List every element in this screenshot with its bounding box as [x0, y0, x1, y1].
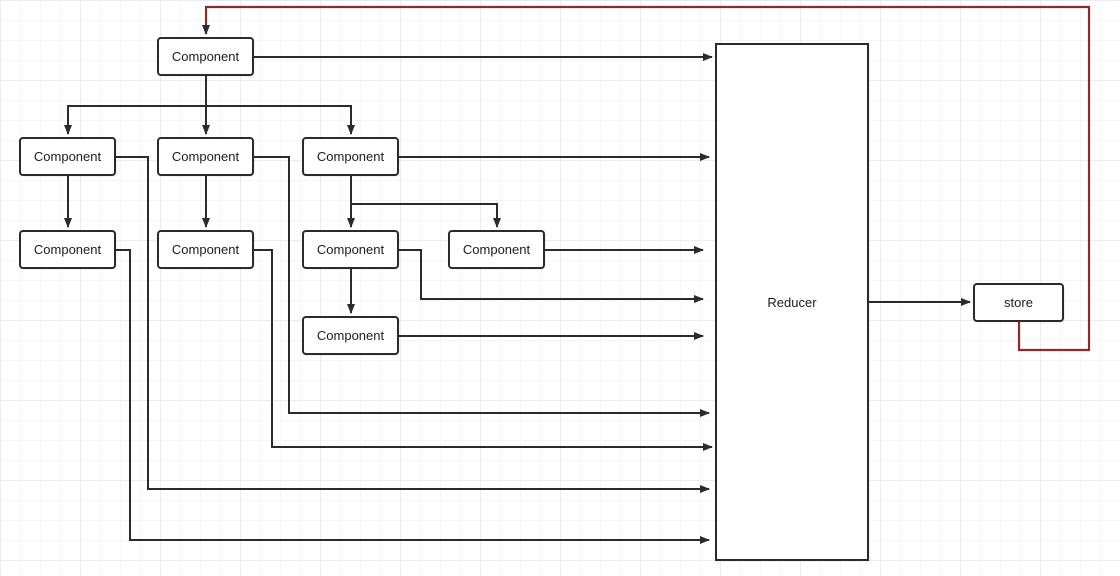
component-node-left-1[interactable]: Component	[19, 137, 116, 176]
reducer-node[interactable]: Reducer	[715, 43, 869, 561]
component-node-far-right-2[interactable]: Component	[448, 230, 545, 269]
component-node-left-2[interactable]: Component	[19, 230, 116, 269]
component-node-right-2[interactable]: Component	[302, 230, 399, 269]
edge-c_top-to-c_l1	[64, 76, 207, 135]
edge-c_l1-to-reducer	[116, 156, 710, 493]
store-node[interactable]: store	[973, 283, 1064, 322]
component-node-right-3[interactable]: Component	[302, 316, 399, 355]
edge-store-to-c_top	[202, 5, 1091, 352]
component-node-right-1[interactable]: Component	[302, 137, 399, 176]
edge-c_m1-to-reducer	[254, 156, 710, 417]
edge-c_m2-to-reducer	[254, 249, 713, 451]
component-node-middle-1[interactable]: Component	[157, 137, 254, 176]
component-node-top[interactable]: Component	[157, 37, 254, 76]
component-node-middle-2[interactable]: Component	[157, 230, 254, 269]
edge-c_l2-to-reducer	[116, 249, 710, 544]
edge-c_top-to-c_r1	[206, 105, 355, 135]
edge-c_r1-to-c_rr2	[351, 203, 501, 228]
edge-c_r2-to-reducer	[399, 249, 704, 303]
